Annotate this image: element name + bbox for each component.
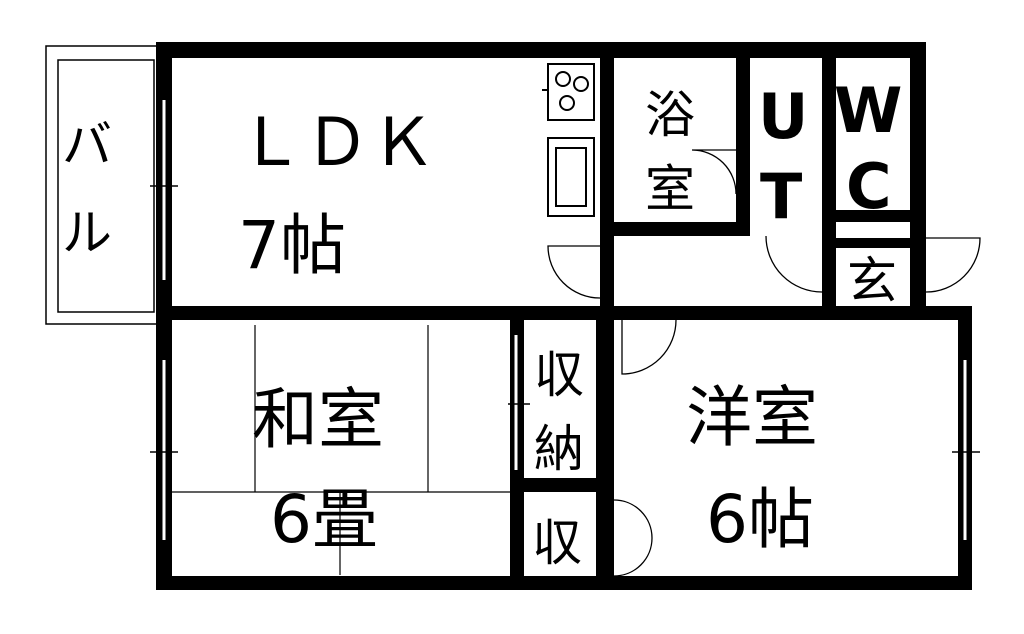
bath-label-2: 室 [645,160,695,218]
washitsu-name: 和室 [252,381,384,458]
tatami-lines [170,325,512,575]
utility-label-1: U [758,80,808,153]
balcony-label-2: ル [62,204,112,262]
walls [156,42,972,590]
wc-label-1: W [834,74,902,147]
doors [547,149,981,577]
washitsu-size: 6畳 [270,481,378,558]
bath-label-1: 浴 [645,86,695,144]
balcony [45,45,159,325]
ldk-size: 7帖 [238,207,346,284]
closet-small-label: 収 [532,514,582,572]
closet-large-label-1: 収 [534,346,584,404]
sink [547,137,595,217]
entrance-label: 玄 [847,252,897,310]
wc-label-2: C [846,150,892,223]
yoshitsu-name: 洋室 [686,379,818,456]
balcony-label-1: バ [62,116,112,174]
windows [162,100,967,540]
ldk-name: ＬＤＫ [238,104,436,181]
room-labels: バ ル ＬＤＫ 7帖 浴 室 U T W C 玄 和室 6畳 収 納 収 洋室 … [62,74,902,572]
utility-label-2: T [760,160,802,233]
stove [542,63,595,121]
closet-large-label-2: 納 [534,420,584,478]
window-ticks [150,185,980,453]
yoshitsu-size: 6帖 [706,481,814,558]
